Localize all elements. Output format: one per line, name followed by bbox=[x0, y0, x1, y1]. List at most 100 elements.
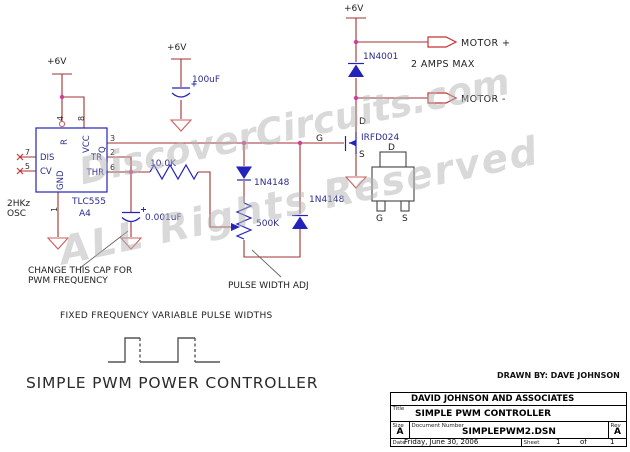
junction-dots bbox=[59, 39, 359, 175]
cap-plus-mark bbox=[141, 207, 146, 212]
amps-max-label: 2 AMPS MAX bbox=[411, 59, 475, 70]
package-drawing: D G S bbox=[371, 143, 415, 224]
diode-value: 1N4148 bbox=[254, 178, 290, 188]
title-block-mid-row: Size A Document Number SIMPLEPWM2.DSN Re… bbox=[391, 422, 626, 439]
package-source-label: S bbox=[402, 214, 408, 224]
page-title: SIMPLE PWM POWER CONTROLLER bbox=[26, 374, 319, 392]
resistor-symbol bbox=[149, 163, 199, 181]
ground-symbols bbox=[46, 119, 368, 250]
pin-name-thr: THR bbox=[86, 168, 105, 178]
size-cell: Size A bbox=[391, 422, 410, 438]
pot-value: 500K bbox=[256, 219, 280, 229]
diode-triangle bbox=[292, 216, 308, 229]
pin-name-tr: TR bbox=[90, 153, 102, 163]
cap-curved-plate bbox=[171, 92, 191, 98]
leader-lines bbox=[79, 230, 282, 278]
ic-part-number: TLC555 bbox=[71, 197, 106, 207]
cap-note-line2: PWM FREQUENCY bbox=[28, 276, 108, 286]
drawn-by-label: DRAWN BY: DAVE JOHNSON bbox=[497, 371, 620, 380]
sheet-cell: Sheet 1 of 1 bbox=[522, 438, 626, 446]
pin-name-dis: DIS bbox=[40, 153, 54, 163]
wire-pot-diodes bbox=[243, 143, 301, 258]
sheet-of-label: of bbox=[580, 438, 587, 446]
osc-label-line1: 2HKz bbox=[7, 199, 30, 209]
cap-c2: 100uF bbox=[171, 75, 220, 98]
motor-minus-label: MOTOR - bbox=[461, 94, 506, 105]
title-tag: Title bbox=[392, 406, 405, 412]
date-value: Friday, June 30, 2006 bbox=[404, 438, 479, 446]
title-block: DAVID JOHNSON AND ASSOCIATES Title SIMPL… bbox=[390, 392, 627, 447]
wire-filter-cap bbox=[171, 58, 191, 119]
wire-nc-stubs bbox=[20, 156, 36, 172]
cap-c1: 0.001uF bbox=[121, 207, 182, 223]
diode-value: 1N4148 bbox=[309, 195, 345, 205]
pin-num-4: 4 bbox=[56, 116, 65, 121]
title-block-date-row: Date Friday, June 30, 2006 Sheet 1 of 1 bbox=[391, 438, 626, 446]
package-drain-label: D bbox=[388, 143, 395, 153]
company-name: DAVID JOHNSON AND ASSOCIATES bbox=[411, 393, 575, 404]
mosfet-gate-label: G bbox=[316, 134, 323, 144]
ground-icon bbox=[344, 176, 368, 189]
output-arrow-icon bbox=[427, 36, 458, 48]
diode-value: 1N4001 bbox=[363, 52, 398, 62]
package-gate-label: G bbox=[376, 214, 383, 224]
reset-pin-bubble bbox=[58, 120, 66, 128]
sheet-total: 1 bbox=[610, 438, 615, 446]
mosfet-q1: IRFD024 G D S bbox=[316, 117, 399, 160]
pin-num-1: 1 bbox=[50, 207, 59, 212]
cap-value: 0.001uF bbox=[145, 213, 182, 223]
rev-value: A bbox=[614, 427, 621, 437]
mosfet-drain-label: D bbox=[359, 117, 366, 127]
power-label-right: +6V bbox=[344, 4, 364, 14]
package-lead-g bbox=[376, 200, 386, 212]
ground-icon bbox=[169, 119, 193, 132]
pot-note: PULSE WIDTH ADJ bbox=[228, 281, 309, 291]
waveform-caption: FIXED FREQUENCY VARIABLE PULSE WIDTHS bbox=[60, 311, 273, 321]
pin-num-8: 8 bbox=[77, 116, 86, 121]
package-lead-s bbox=[400, 200, 410, 212]
ic-refdes: A4 bbox=[79, 209, 91, 219]
waveform-solid bbox=[108, 337, 220, 363]
schematic-title: SIMPLE PWM CONTROLLER bbox=[415, 409, 552, 419]
pin-num-3: 3 bbox=[110, 134, 115, 143]
pin-num-6: 6 bbox=[110, 163, 115, 172]
motor-plus-label: MOTOR + bbox=[461, 38, 510, 49]
title-block-company: DAVID JOHNSON AND ASSOCIATES bbox=[391, 393, 626, 406]
mosfet-source-label: S bbox=[359, 150, 365, 160]
document-number-cell: Document Number SIMPLEPWM2.DSN bbox=[410, 422, 609, 438]
waveform bbox=[108, 337, 220, 363]
pin-name-gnd: GND bbox=[56, 170, 66, 190]
title-block-title-row: Title SIMPLE PWM CONTROLLER bbox=[391, 406, 626, 422]
pin-num-2: 2 bbox=[110, 148, 115, 157]
output-arrow-icon bbox=[427, 92, 458, 104]
cap-plus-mark bbox=[191, 81, 197, 87]
pin-num-7: 7 bbox=[25, 148, 30, 157]
wires bbox=[20, 17, 428, 258]
resistor-r1: 10.0K bbox=[149, 159, 199, 181]
diode-triangle bbox=[236, 166, 252, 179]
waveform-dashed-edges bbox=[139, 338, 196, 362]
sheet-tag: Sheet bbox=[523, 439, 540, 446]
pin-num-5: 5 bbox=[25, 162, 30, 171]
document-number-value: SIMPLEPWM2.DSN bbox=[462, 427, 556, 437]
diode-d2: 1N4148 bbox=[292, 195, 345, 229]
mosfet-arrow bbox=[349, 140, 356, 146]
power-label-mid: +6V bbox=[167, 43, 187, 53]
power-label-left: +6V bbox=[47, 57, 67, 67]
pin-name-q: Q bbox=[98, 146, 108, 153]
mosfet-part-number: IRFD024 bbox=[361, 133, 399, 143]
ground-icon bbox=[119, 237, 143, 250]
motor-plus-connector: MOTOR + bbox=[427, 36, 510, 49]
date-cell: Date Friday, June 30, 2006 bbox=[391, 438, 522, 446]
pot-wiper-arrow bbox=[231, 223, 240, 231]
diode-d1: 1N4148 bbox=[236, 166, 290, 188]
ground-icon bbox=[46, 237, 70, 250]
rev-cell: Rev A bbox=[609, 422, 626, 438]
ic-tlc555: R VCC Q GND DIS CV TR THR 7 5 3 2 6 4 8 … bbox=[25, 116, 115, 219]
resistor-value: 10.0K bbox=[150, 159, 177, 169]
wire-tr-thr-rc bbox=[107, 156, 231, 237]
pot-symbol bbox=[235, 202, 253, 240]
pot-500k: 500K bbox=[231, 202, 280, 240]
